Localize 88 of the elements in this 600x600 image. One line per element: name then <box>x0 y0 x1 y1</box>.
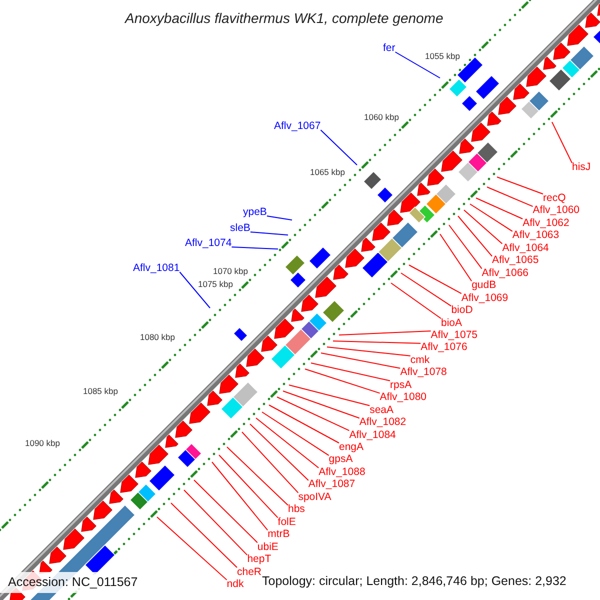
gene-label: gudB <box>472 280 496 292</box>
gene-label: Aflv_1078 <box>400 367 447 378</box>
leader-line <box>231 246 278 250</box>
leader-line <box>320 130 358 166</box>
leader-line <box>262 412 330 456</box>
gene-label: Aflv_1065 <box>492 255 539 266</box>
gene-label: Aflv_1076 <box>420 342 468 354</box>
leader-line <box>304 368 380 394</box>
leader-line <box>184 490 248 556</box>
leader-line <box>332 340 422 344</box>
leader-line <box>218 454 278 518</box>
leader-line <box>266 216 292 220</box>
position-label: 1065 kbp <box>310 168 345 177</box>
leader-line <box>268 404 340 444</box>
leader-line <box>320 352 401 369</box>
position-label: 1085 kbp <box>83 387 118 396</box>
gene-label: Aflv_1088 <box>318 466 366 478</box>
leader-line <box>288 384 370 406</box>
gene-label: recQ <box>543 193 566 204</box>
leader-line <box>250 424 309 481</box>
gene-label: Aflv_1075 <box>430 330 478 341</box>
position-label: 1080 kbp <box>140 333 175 342</box>
gene-label: rpsA <box>390 380 412 391</box>
leader-line <box>552 122 572 164</box>
gene-label: Aflv_1081 <box>133 263 180 274</box>
gene-label: Aflv_1074 <box>185 238 232 249</box>
gene-label: hisJ <box>572 162 591 173</box>
leader-line <box>440 234 472 282</box>
position-label: 1060 kbp <box>364 113 399 122</box>
gene-label: folE <box>278 516 296 528</box>
leader-line <box>390 282 442 319</box>
gene-label: Aflv_1080 <box>380 392 426 404</box>
gene-label: sleB <box>230 223 250 234</box>
leader-line <box>476 198 524 220</box>
gene-label: Aflv_1064 <box>502 242 549 254</box>
leader-line <box>338 330 432 336</box>
leader-line <box>486 186 534 207</box>
leader-line <box>394 52 440 78</box>
leader-line <box>408 264 462 294</box>
leader-line <box>282 390 360 419</box>
leader-line <box>464 210 503 244</box>
leader-line <box>212 462 268 531</box>
leader-line <box>226 446 288 506</box>
gene-label: ypeB <box>243 207 267 218</box>
gene-label: bioD <box>451 305 473 316</box>
leader-line <box>242 432 299 494</box>
gene-label: gpsA <box>328 454 353 466</box>
position-label: 1075 kbp <box>198 280 233 289</box>
leader-line <box>448 224 482 270</box>
gene-label: Aflv_1082 <box>359 417 406 428</box>
leader-line <box>194 480 258 544</box>
gene-label: bioA <box>441 318 462 328</box>
leader-line <box>256 418 320 468</box>
leader-line <box>400 272 452 307</box>
gene-label: spoIVA <box>298 492 332 503</box>
leader-line <box>458 216 492 257</box>
gene-label: seaA <box>370 404 394 416</box>
title: Anoxybacillus flavithermus WK1, complete genome <box>125 10 444 26</box>
leader-line <box>179 272 210 308</box>
position-label: 1090 kbp <box>25 439 60 448</box>
position-label: 1070 kbp <box>213 267 248 276</box>
gene-label: Aflv_1062 <box>522 218 570 229</box>
gene-label: Aflv_1087 <box>308 479 356 490</box>
genome-summary: Topology: circular; Length: 2,846,746 bp; Genes: 2,932 <box>262 574 566 589</box>
gene-label: fer <box>383 43 396 54</box>
leader-line <box>156 516 228 580</box>
leader-line <box>276 396 350 432</box>
gene-label: cmk <box>410 354 430 366</box>
gene-label: Aflv_1063 <box>512 230 560 242</box>
gene-label: mtrB <box>268 529 290 540</box>
gene-label: hepT <box>247 554 272 566</box>
leader-line <box>170 502 238 568</box>
position-label: 1055 kbp <box>425 52 460 61</box>
gene-label: Aflv_1060 <box>532 205 580 216</box>
gene-label: ndk <box>226 578 244 590</box>
gene-label: ubiE <box>257 542 278 553</box>
gene-label: engA <box>339 442 364 453</box>
leader-line <box>496 176 544 194</box>
gene-label: Aflv_1066 <box>482 268 528 279</box>
gene-label: Aflv_1084 <box>349 430 396 441</box>
gene-label: Aflv_1067 <box>274 121 321 132</box>
leader-line <box>470 204 513 232</box>
leader-line <box>250 232 288 236</box>
leader-line <box>310 362 390 382</box>
gene-label: Aflv_1069 <box>461 292 508 304</box>
gene-label: hbs <box>288 504 305 516</box>
leader-line <box>326 346 411 356</box>
gene-label: cheR <box>237 566 262 578</box>
